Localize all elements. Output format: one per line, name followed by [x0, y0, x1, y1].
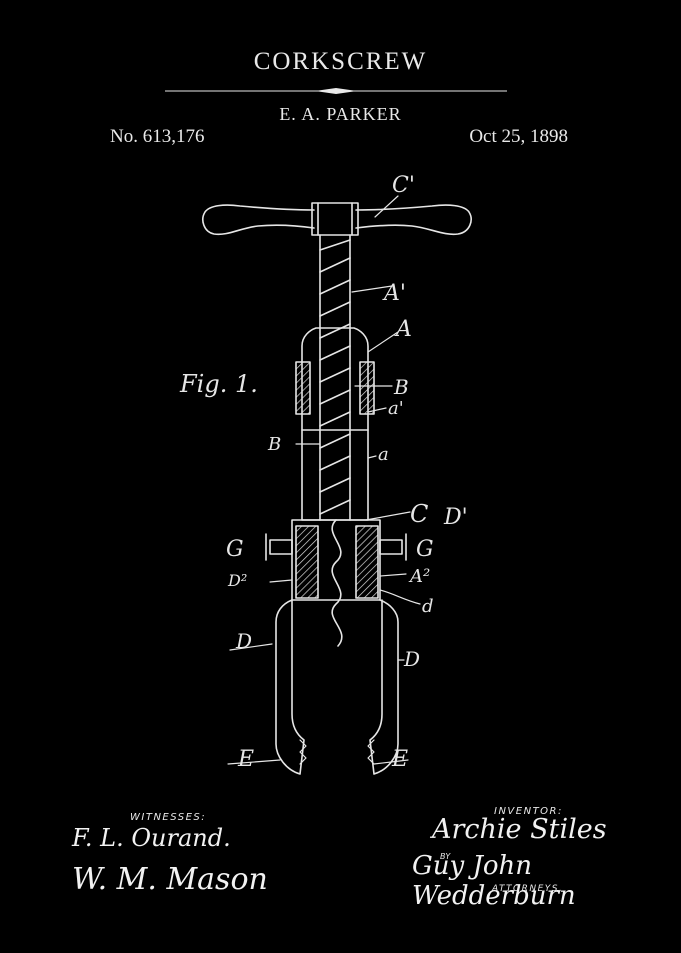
inventor-label: INVENTOR:: [494, 806, 563, 817]
label-g-left: G: [226, 537, 244, 562]
label-c: C: [410, 500, 428, 528]
label-a-small: a: [378, 444, 389, 465]
handle-right-grip: [355, 204, 472, 236]
patent-date: Oct 25, 1898: [469, 126, 568, 147]
label-a-upper: A: [394, 317, 412, 342]
label-a-prime: A': [382, 281, 406, 306]
label-b-right: B: [393, 375, 409, 399]
patent-number: No. 613,176: [110, 126, 205, 147]
label-d-prime: D': [443, 505, 468, 530]
spiral-thread: [319, 239, 351, 515]
corkscrew-drawing: C' A' A Fig. 1. B a' B a C D' G G D² A² …: [179, 173, 472, 775]
inventor-signature: Archie Stiles: [432, 814, 607, 845]
figure-caption: Fig. 1.: [179, 370, 258, 398]
label-d-small: d: [422, 596, 434, 617]
barrel-body: [301, 327, 369, 521]
witnesses-label: WITNESSES:: [130, 812, 207, 823]
label-d-left: D: [235, 629, 252, 653]
inventor-name: E. A. PARKER: [279, 104, 402, 124]
attorneys-label: ATTORNEYS.: [492, 884, 564, 894]
attorney-signature: Guy John Wedderburn: [412, 851, 576, 911]
label-a-prime-small: a': [388, 398, 404, 419]
label-e-right: E: [391, 747, 408, 772]
witness-signature-1: F. L. Ourand.: [72, 824, 231, 852]
label-d2: D²: [227, 571, 247, 590]
page-title: CORKSCREW: [253, 48, 428, 75]
leg-right: [369, 599, 399, 775]
by-label: BY: [440, 852, 451, 861]
handle-left-grip: [202, 204, 315, 236]
title-divider: [165, 88, 507, 94]
label-g-right: G: [416, 537, 434, 562]
label-d-right: D: [403, 647, 420, 671]
leg-left: [275, 599, 305, 775]
handle-hub: [311, 202, 359, 236]
label-a2: A²: [408, 566, 430, 587]
label-b-left: B: [267, 434, 281, 455]
label-e-left: E: [237, 747, 254, 772]
label-c-prime: C': [392, 173, 415, 198]
witness-signature-2: W. M. Mason: [72, 862, 268, 897]
lower-screw: [331, 519, 343, 647]
